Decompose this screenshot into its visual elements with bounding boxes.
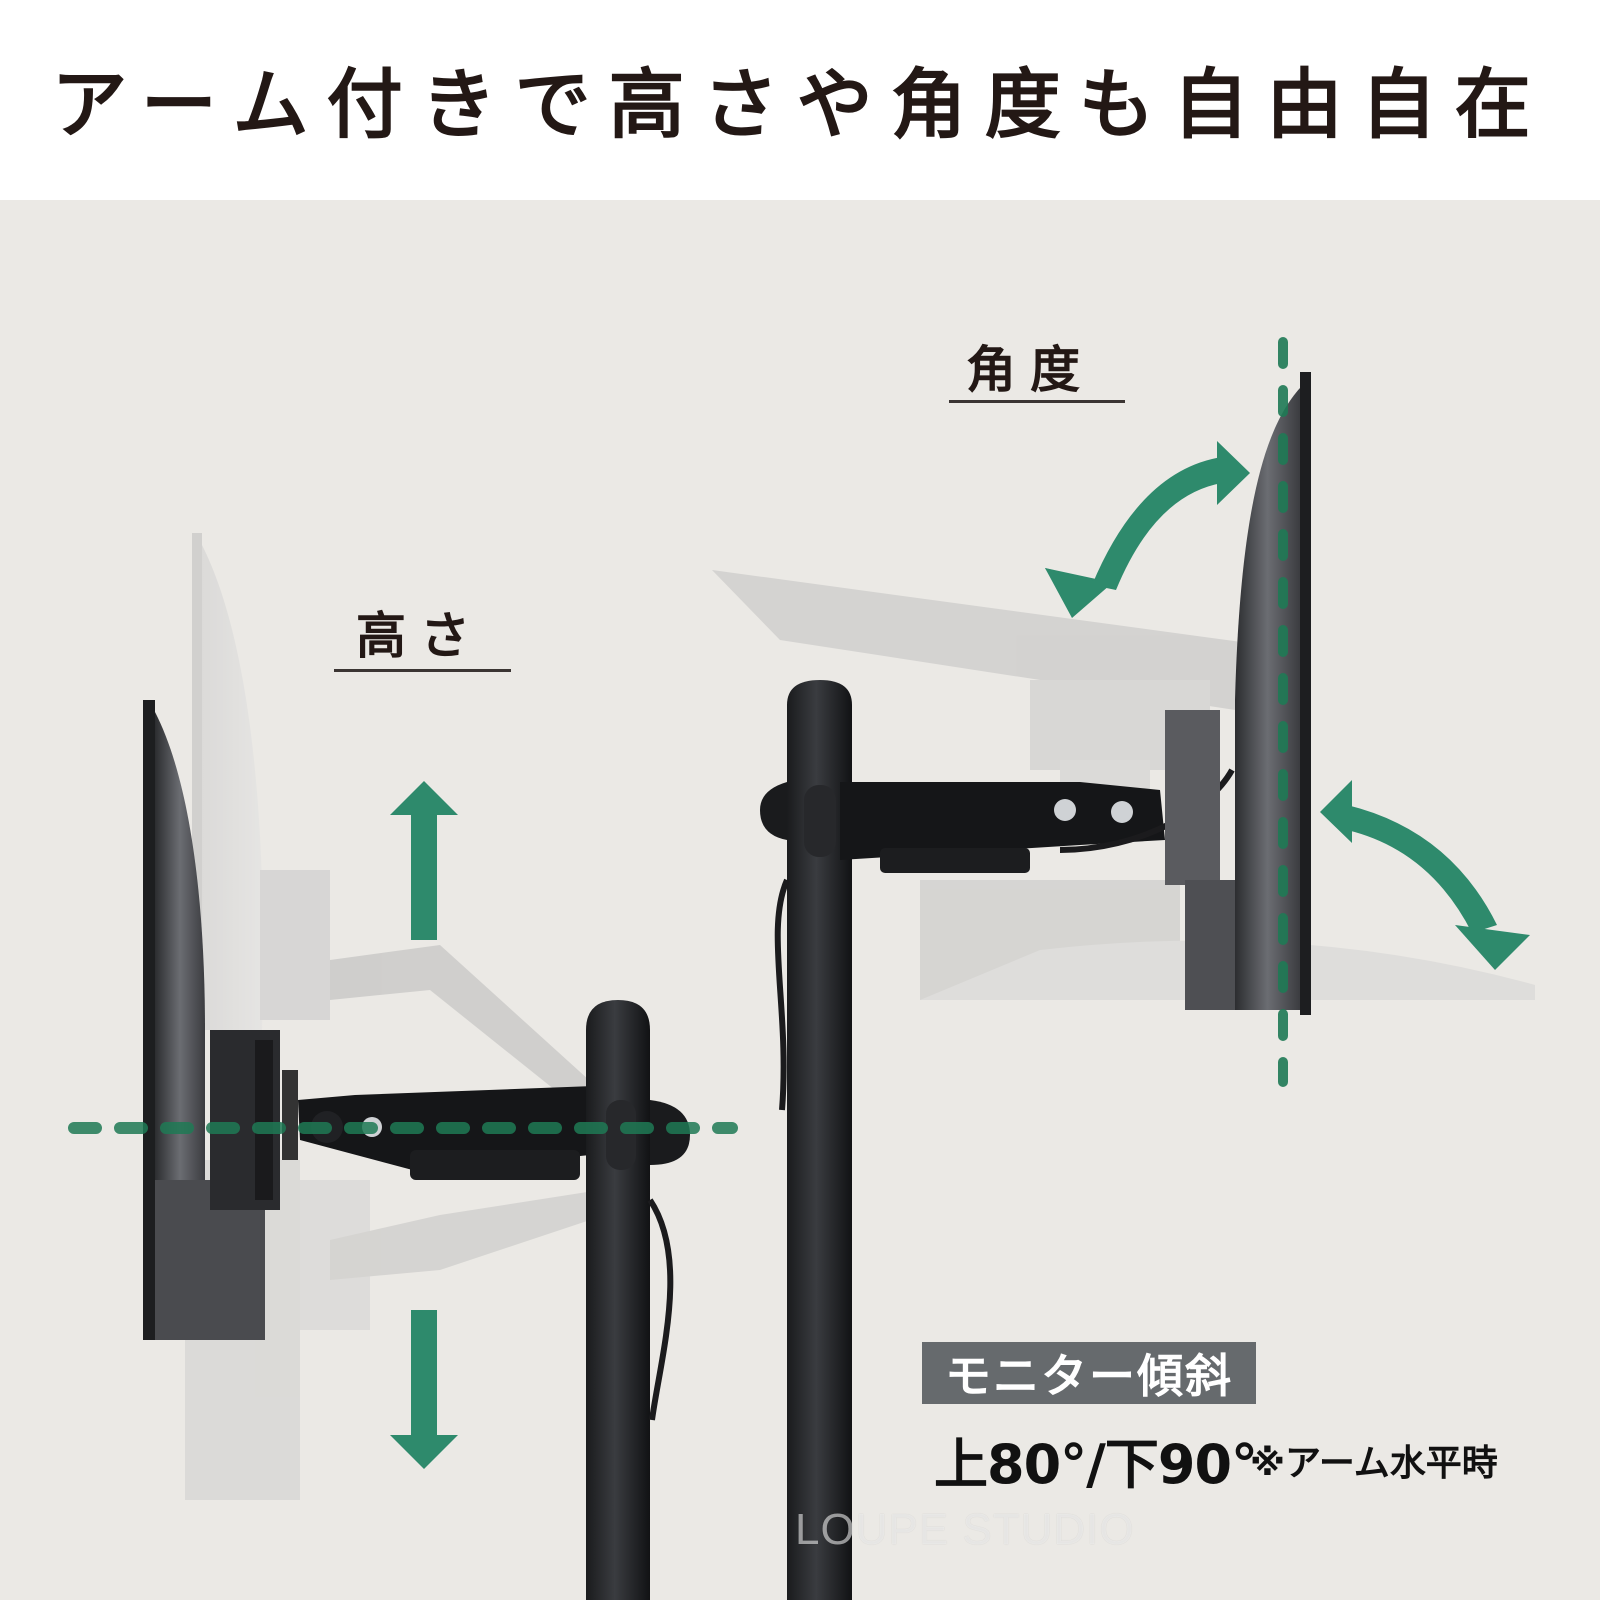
height-label: 高さ [356, 607, 484, 665]
curved-double-arrow-icon [1045, 441, 1250, 618]
angle-label-underline [949, 400, 1125, 403]
tilt-range-value: 上80°/下90° [934, 1433, 1258, 1496]
height-demo-group [68, 533, 738, 1600]
curved-double-arrow-icon [1320, 780, 1530, 970]
stand-pole [787, 680, 852, 1600]
monitor-back [1235, 388, 1300, 1010]
page-title: アーム付きで高さや角度も自由自在 [51, 60, 1549, 149]
arrow-up-icon [390, 781, 458, 940]
height-label-underline [334, 669, 511, 672]
angle-demo-group [712, 337, 1535, 1600]
arm-segment [840, 782, 1165, 860]
tilt-range-note: ※アーム水平時 [1250, 1443, 1498, 1484]
ghost-monitor-upper [192, 533, 600, 1110]
angle-label: 角度 [966, 341, 1094, 399]
tilt-spec-badge: モニター傾斜 [922, 1342, 1256, 1404]
watermark-logo: LOUPE STUDIO [795, 1505, 1135, 1554]
stand-pole [586, 1000, 650, 1600]
monitor-bezel [143, 700, 155, 1340]
arrow-down-icon [390, 1310, 458, 1469]
header-banner: アーム付きで高さや角度も自由自在 [0, 0, 1600, 200]
monitor-bezel [1300, 372, 1311, 1015]
